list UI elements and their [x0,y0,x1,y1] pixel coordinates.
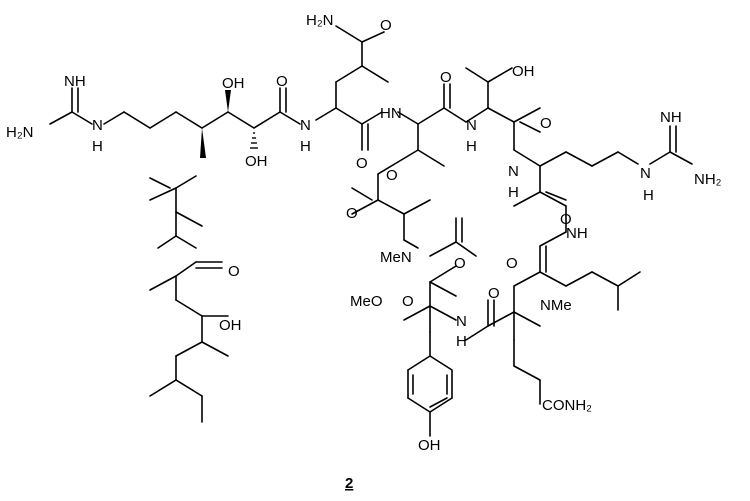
left-guanidine-chain [49,87,301,423]
atom-label: N [466,117,477,134]
top-amide-branch [315,25,389,151]
atom-label: OH [418,437,441,454]
atom-label: O [402,293,414,310]
macrocycle [351,67,693,437]
atom-label: H [456,333,467,350]
atom-label: N [640,165,651,182]
atom-label: H [92,138,103,155]
atom-label: OH [512,63,535,80]
atom-label: O [560,211,572,228]
atom-label: H [643,187,654,204]
atom-label: NH [660,109,682,126]
atom-label: O [380,17,392,34]
atom-label: O [540,115,552,132]
atom-label: O [386,167,398,184]
atom-label: MeO [350,293,383,310]
atom-label: HN [380,105,402,122]
atom-label: NMe [540,297,572,314]
compound-number: 2 [345,475,353,492]
atom-label: O [488,285,500,302]
atom-label: H₂N [6,124,34,141]
atom-label: NH₂ [694,171,722,188]
atom-label: OH [222,75,245,92]
atom-label: O [276,73,288,90]
atom-labels: H₂N NH N H OH OH O N H H₂N O O HN O OH O… [6,12,722,454]
atom-label: N [456,313,467,330]
atom-label: OH [219,317,242,334]
atom-label: N [92,117,103,134]
atom-label: N [508,163,519,180]
atom-label: NH [566,225,588,242]
atom-label: O [228,263,240,280]
atom-label: H [466,138,477,155]
atom-label: H [300,138,311,155]
atom-label: N [300,117,311,134]
atom-label: O [346,205,358,222]
atom-label: MeN [380,249,412,266]
atom-label: NH [64,73,86,90]
atom-label: O [440,69,452,86]
atom-label: H₂N [306,12,334,29]
atom-label: O [506,255,518,272]
atom-label: CONH₂ [542,397,592,414]
atom-label: O [356,155,368,172]
atom-label: O [454,255,466,272]
atom-label: OH [245,153,268,170]
atom-label: H [508,184,519,201]
